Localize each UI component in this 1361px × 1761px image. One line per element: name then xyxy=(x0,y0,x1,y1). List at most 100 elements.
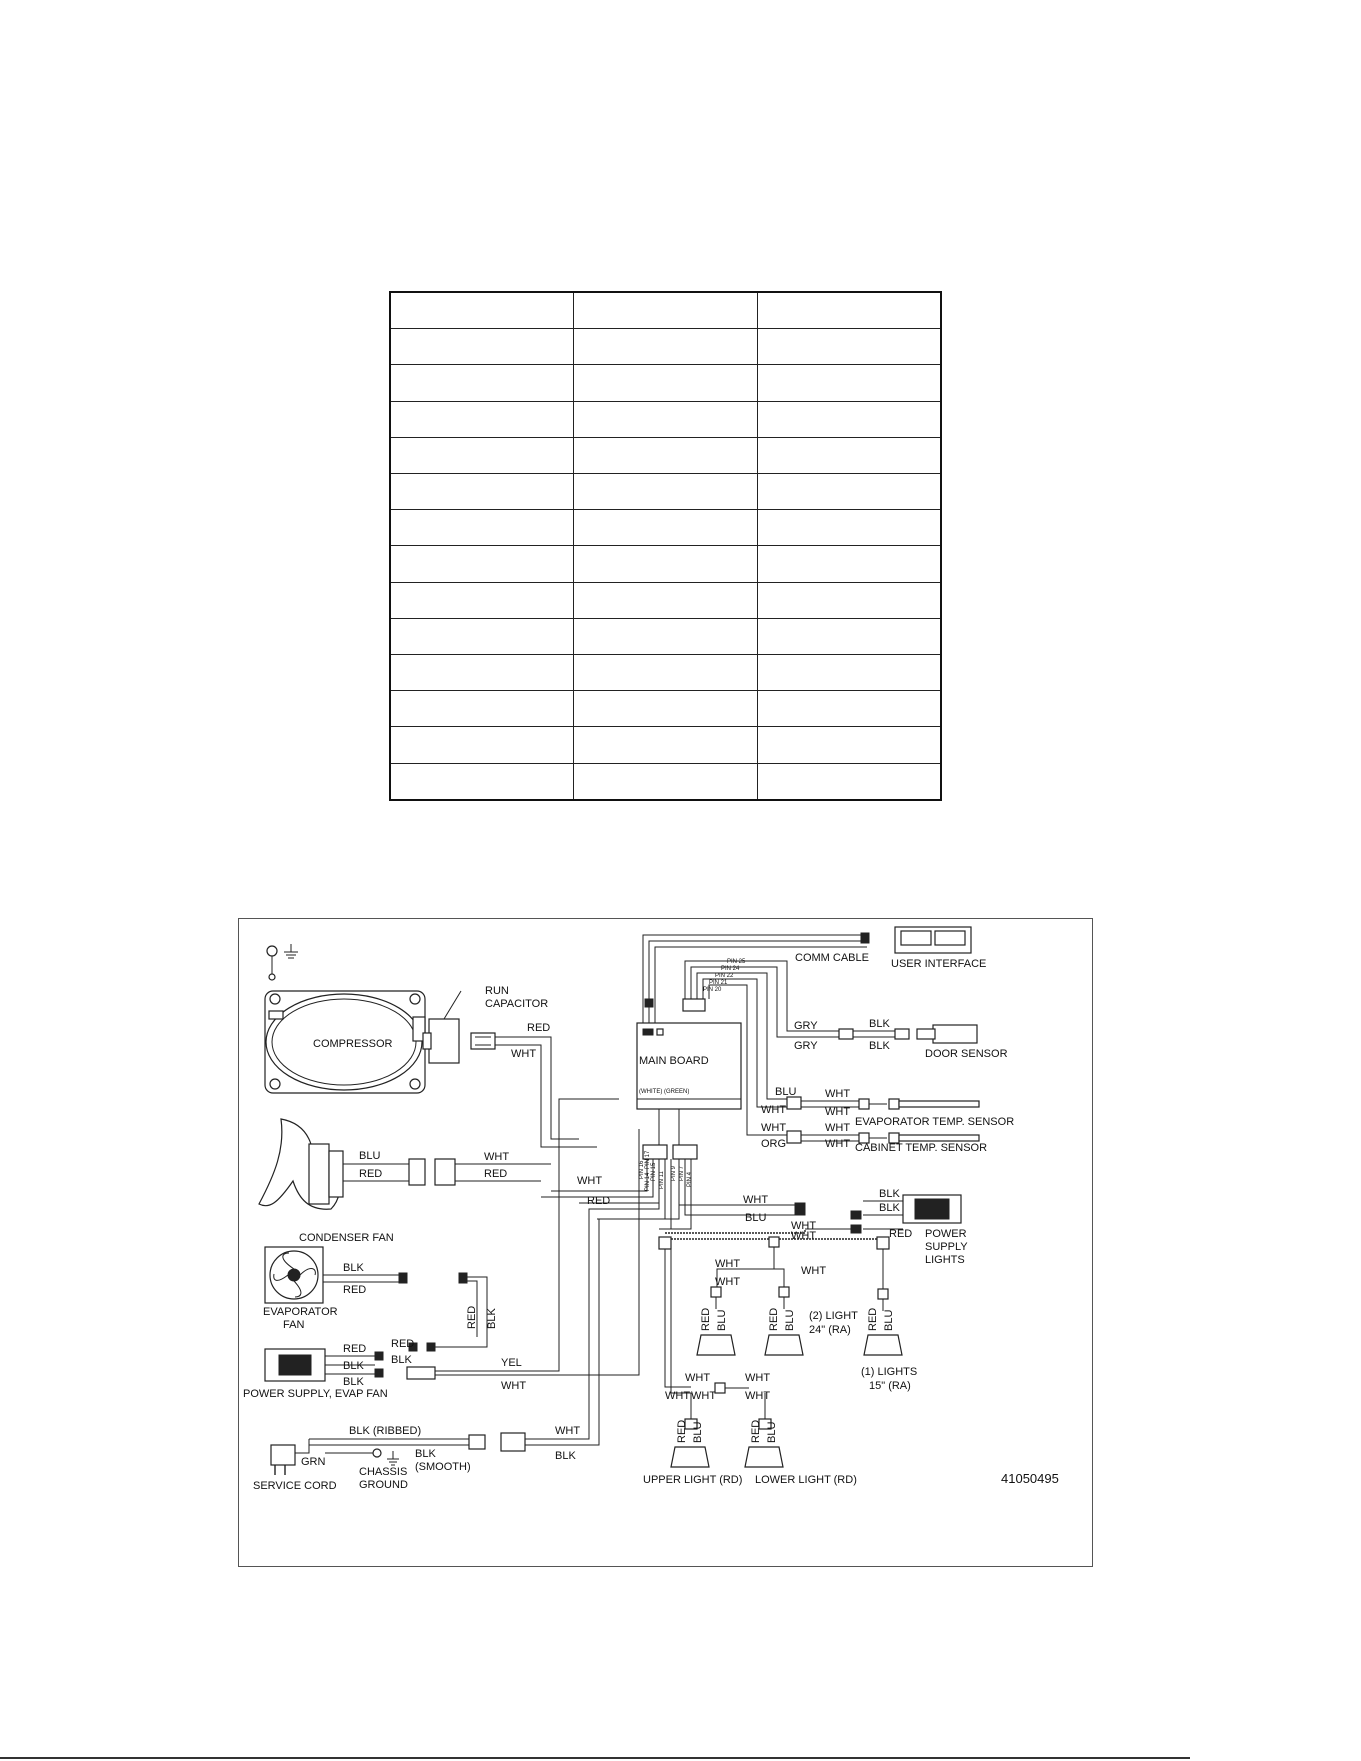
pin17-label: PIN 17 xyxy=(645,1150,651,1169)
psl-label-2: SUPPLY xyxy=(925,1241,968,1253)
psu-blk-label: BLK xyxy=(343,1360,364,1372)
table-body xyxy=(389,291,942,801)
main-board-icon xyxy=(636,1022,742,1110)
psu-connector-icon xyxy=(406,1342,436,1380)
cabsens-wht2-label: WHT xyxy=(825,1122,850,1134)
cabsens-wht3-label: WHT xyxy=(825,1138,850,1150)
table-row xyxy=(389,436,942,475)
empty-data-table xyxy=(389,291,942,801)
table-cell xyxy=(756,545,942,583)
evaporator-fan-label-1: EVAPORATOR xyxy=(263,1306,338,1318)
table-cell xyxy=(573,726,758,764)
cap-wht-label: WHT xyxy=(511,1048,536,1060)
table-cell xyxy=(573,654,758,692)
chassis-ground-label-1: CHASSIS xyxy=(359,1466,407,1478)
user-interface-label: USER INTERFACE xyxy=(891,958,986,970)
evapfan-red-label: RED xyxy=(343,1284,366,1296)
psl-plug-b-icon xyxy=(850,1224,862,1234)
cabsens-org-label: ORG xyxy=(761,1138,786,1150)
cab-temp-sensor-label: CABINET TEMP. SENSOR xyxy=(855,1142,987,1154)
door-sensor-label: DOOR SENSOR xyxy=(925,1048,1008,1060)
board-right-connector-icon xyxy=(672,1144,698,1160)
psl-label-1: POWER xyxy=(925,1228,967,1240)
cond-red-label: RED xyxy=(359,1168,382,1180)
blk-smooth-label-1: BLK xyxy=(415,1448,436,1460)
capacitor-connector-icon xyxy=(470,1032,496,1050)
upper-blu-label: BLU xyxy=(692,1422,704,1443)
table-cell xyxy=(573,545,758,583)
l15-blu-label: BLU xyxy=(883,1310,895,1331)
pin16-label: PIN 16 xyxy=(639,1160,645,1179)
wiring-diagram-svg: COMPRESSOR RUN CAPACITOR RED WHT CONDENS… xyxy=(243,926,1059,1492)
upper-light-icon xyxy=(670,1418,710,1468)
pin20-label: PIN 20 xyxy=(703,987,722,993)
service-cord-label: SERVICE CORD xyxy=(253,1480,337,1492)
user-interface-icon xyxy=(894,926,972,954)
pin4-label: PIN 4 xyxy=(687,1171,693,1187)
table-row xyxy=(389,291,942,330)
table-row xyxy=(389,328,942,366)
table-cell xyxy=(756,690,942,728)
psu-blk2-label: BLK xyxy=(343,1376,364,1388)
pin25-label: PIN 25 xyxy=(727,959,746,965)
comm-cable-label: COMM CABLE xyxy=(795,952,869,964)
table-cell xyxy=(756,509,942,547)
table-cell xyxy=(756,400,942,438)
table-cell xyxy=(389,581,575,619)
compressor-label: COMPRESSOR xyxy=(313,1038,393,1050)
evaporator-fan-label-2: FAN xyxy=(283,1319,304,1331)
door-gry2-label: GRY xyxy=(794,1040,818,1052)
evapfan-socket-icon xyxy=(458,1272,468,1284)
light-24-label-2: 24" (RA) xyxy=(809,1324,851,1336)
evapsens-wht2-label: WHT xyxy=(825,1088,850,1100)
table-row xyxy=(389,364,942,402)
service-cord-plug-icon xyxy=(270,1439,310,1475)
service-cord-connector-icon xyxy=(468,1432,526,1452)
psu-red-label: RED xyxy=(343,1343,366,1355)
pin7-label: PIN 7 xyxy=(679,1165,685,1181)
pin22-label: PIN 22 xyxy=(715,973,734,979)
psl-blu-label: BLU xyxy=(745,1212,766,1224)
evapfan-blk-label: BLK xyxy=(343,1262,364,1274)
ground-terminal-icon xyxy=(266,944,298,981)
table-row xyxy=(389,545,942,583)
comm-plug-icon xyxy=(644,998,654,1008)
table-cell xyxy=(389,436,575,475)
l24-wht-label: WHT xyxy=(715,1258,740,1270)
table-cell xyxy=(573,617,758,656)
pin9-label: PIN 9 xyxy=(671,1165,677,1181)
board-top-connector-icon xyxy=(682,998,706,1012)
rd-wht3-label: WHT xyxy=(691,1390,716,1402)
table-cell xyxy=(756,291,942,330)
table-cell xyxy=(756,581,942,619)
comm-socket-icon xyxy=(860,932,870,944)
table-cell xyxy=(573,364,758,402)
table-cell xyxy=(389,400,575,438)
table-cell xyxy=(756,726,942,764)
upper-red-label: RED xyxy=(676,1420,688,1443)
psu-plug1-icon xyxy=(374,1351,384,1361)
bus-mid-connector-icon xyxy=(768,1236,780,1248)
psl-input-plug-icon xyxy=(794,1202,806,1216)
door-gry-label: GRY xyxy=(794,1020,818,1032)
part-number: 41050495 xyxy=(1001,1471,1059,1486)
evapsens-wht-label: WHT xyxy=(761,1104,786,1116)
compressor-icon xyxy=(264,990,426,1094)
bus-right-connector-icon xyxy=(876,1236,890,1250)
table-cell xyxy=(573,762,758,801)
table-cell xyxy=(389,509,575,547)
yel-label: YEL xyxy=(501,1357,522,1369)
cap-red-label: RED xyxy=(527,1022,550,1034)
psu-red-right-label: RED xyxy=(391,1338,414,1350)
power-supply-lights-icon xyxy=(902,1194,962,1224)
pin24-label: PIN 24 xyxy=(721,966,740,972)
wht-bottom-label: WHT xyxy=(501,1380,526,1392)
l15-red-label: RED xyxy=(867,1308,879,1331)
psl-blk-label: BLK xyxy=(879,1188,900,1200)
light-24-label-1: (2) LIGHT xyxy=(809,1310,858,1322)
bus-left-connector-icon xyxy=(658,1236,672,1250)
main-board-label: MAIN BOARD xyxy=(639,1055,709,1067)
run-capacitor-icon xyxy=(422,990,462,1064)
chassis-ground-label-2: GROUND xyxy=(359,1479,408,1491)
cond-wht-label: WHT xyxy=(484,1151,509,1163)
